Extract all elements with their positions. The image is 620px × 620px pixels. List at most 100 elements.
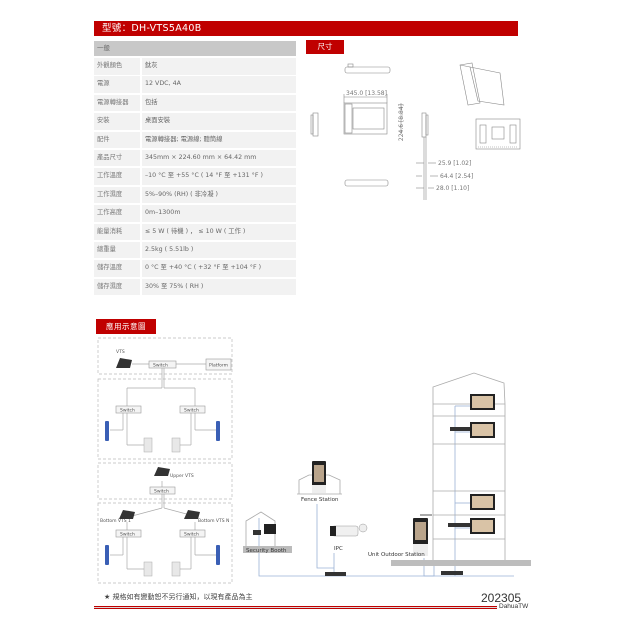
spec-label: 工作溫度	[94, 168, 140, 185]
spec-label: 工作濕度	[94, 186, 140, 204]
footnote: ★ 規格如有變動恕不另行通知，以現有產品為主	[104, 593, 253, 601]
door-station-icon	[105, 421, 109, 441]
door-station-icon	[105, 545, 109, 565]
spec-value: 0 °C 至 +40 °C ( +32 °F 至 +104 °F )	[142, 260, 296, 277]
switch-box	[149, 486, 176, 495]
switch-box	[179, 529, 206, 538]
spec-row: 電源轉接器包括	[94, 94, 296, 112]
spec-value: 5%–90% (RH) ( 非冷凝 )	[142, 186, 296, 204]
spec-value: 0m–1300m	[142, 205, 296, 222]
spec-row: 外觀顏色鈦灰	[94, 58, 296, 75]
switch-label: Switch	[120, 408, 135, 414]
switch-box	[179, 405, 206, 414]
footer-divider	[94, 606, 497, 609]
booth-monitor-icon	[264, 524, 276, 534]
application-diagram: Switch Platform Switch Switch Switch Swi…	[97, 337, 531, 584]
depth-dimension-3: 28.0 [1.10]	[436, 185, 469, 192]
date-code: 202305	[481, 591, 522, 605]
spec-value: 包括	[142, 94, 296, 112]
security-booth-label: Security Booth	[246, 548, 287, 554]
floor-switch-icon	[450, 427, 472, 431]
platform-label: Platform	[209, 363, 228, 369]
spec-value: 電源轉接器; 電源線; 聽筒線	[142, 131, 296, 149]
front-view-outline	[343, 102, 388, 135]
platform-box	[205, 358, 232, 371]
network-switch-icon	[325, 572, 346, 576]
spec-value: 2.5kg ( 5.51lb )	[142, 241, 296, 259]
bottom-vts-n-icon	[184, 510, 200, 519]
spec-value: 30% 至 75% ( RH )	[142, 278, 296, 296]
door-station-icon	[216, 421, 220, 441]
height-dimension: 224.6 [8.84]	[398, 104, 405, 141]
outdoor-panel-icon	[171, 561, 181, 577]
spec-row: 能量消耗≤ 5 W ( 待機 ) ， ≤ 10 W ( 工作 )	[94, 223, 296, 241]
spec-value: –10 °C 至 +55 °C ( 14 °F 至 +131 °F )	[142, 168, 296, 185]
model-title-bar: 型號：DH-VTS5A40B	[94, 21, 518, 36]
spec-label: 工作高度	[94, 205, 140, 222]
spec-label: 外觀顏色	[94, 58, 140, 75]
dimension-drawing: 345.0 [13.58] 224.6 [8.84] 25.9 [1.02] 6…	[310, 62, 521, 200]
depth-dimension-2: 64.4 [2.54]	[440, 173, 473, 180]
vts-device-icon	[116, 358, 132, 368]
spec-label: 能量消耗	[94, 223, 140, 241]
switch-box	[115, 405, 142, 414]
footer-divider-inner	[94, 607, 497, 608]
spec-label: 總重量	[94, 241, 140, 259]
spec-row: 配件電源轉接器; 電源線; 聽筒線	[94, 131, 296, 149]
spec-label: 產品尺寸	[94, 149, 140, 167]
spec-value: 桌面安裝	[142, 113, 296, 130]
spec-label: 電源轉接器	[94, 94, 140, 112]
spec-value: 345mm × 224.60 mm × 64.42 mm	[142, 149, 296, 167]
vts-label: VTS	[116, 349, 125, 355]
spec-label: 儲存溫度	[94, 260, 140, 277]
network-switch-icon	[441, 571, 463, 575]
width-dimension: 345.0 [13.58]	[346, 90, 387, 97]
bottom-vts-1-label: Bottom VTS 1	[100, 518, 131, 524]
ipc-label: IPC	[334, 546, 343, 552]
spec-row: 安裝桌面安裝	[94, 113, 296, 130]
switch-box	[148, 360, 177, 369]
ipc-camera-icon	[330, 523, 368, 537]
depth-dimension-1: 25.9 [1.02]	[438, 160, 471, 167]
ground-slab	[391, 560, 531, 566]
switch-label: Switch	[153, 363, 168, 369]
spec-value: ≤ 5 W ( 待機 ) ， ≤ 10 W ( 工作 )	[142, 223, 296, 241]
outdoor-panel-icon	[171, 437, 181, 453]
switch-label: Switch	[184, 408, 199, 414]
bottom-vts-1-icon	[119, 510, 135, 519]
floor-switch-icon	[448, 523, 470, 527]
dimensions-label: 尺寸	[306, 40, 344, 54]
upper-vts-label: Upper VTS	[170, 473, 194, 479]
outdoor-panel-icon	[143, 437, 153, 453]
brand-name: DahuaTW	[499, 603, 529, 610]
application-diagram-label: 應用示意圖	[96, 319, 156, 334]
spec-row: 工作溫度–10 °C 至 +55 °C ( 14 °F 至 +131 °F )	[94, 168, 296, 185]
switch-label: Switch	[120, 532, 135, 538]
spec-label: 電源	[94, 76, 140, 93]
switch-label: Switch	[184, 532, 199, 538]
door-station-icon	[216, 545, 220, 565]
spec-value: 12 VDC, 4A	[142, 76, 296, 93]
spec-label: 儲存濕度	[94, 278, 140, 296]
spec-label: 安裝	[94, 113, 140, 130]
upper-vts-icon	[154, 467, 170, 476]
unit-outdoor-station-label: Unit Outdoor Station	[368, 552, 425, 558]
bottom-vts-n-label: Bottom VTS N	[198, 518, 229, 524]
booth-vts-icon	[253, 530, 261, 535]
switch-box	[115, 529, 142, 538]
top-view-outline	[344, 66, 391, 74]
spec-section-header: 一般	[94, 41, 296, 56]
fence-station-label: Fence Station	[301, 497, 339, 503]
outdoor-panel-icon	[143, 561, 153, 577]
spec-label: 配件	[94, 131, 140, 149]
spec-value: 鈦灰	[142, 58, 296, 75]
switch-label: Switch	[154, 489, 169, 495]
